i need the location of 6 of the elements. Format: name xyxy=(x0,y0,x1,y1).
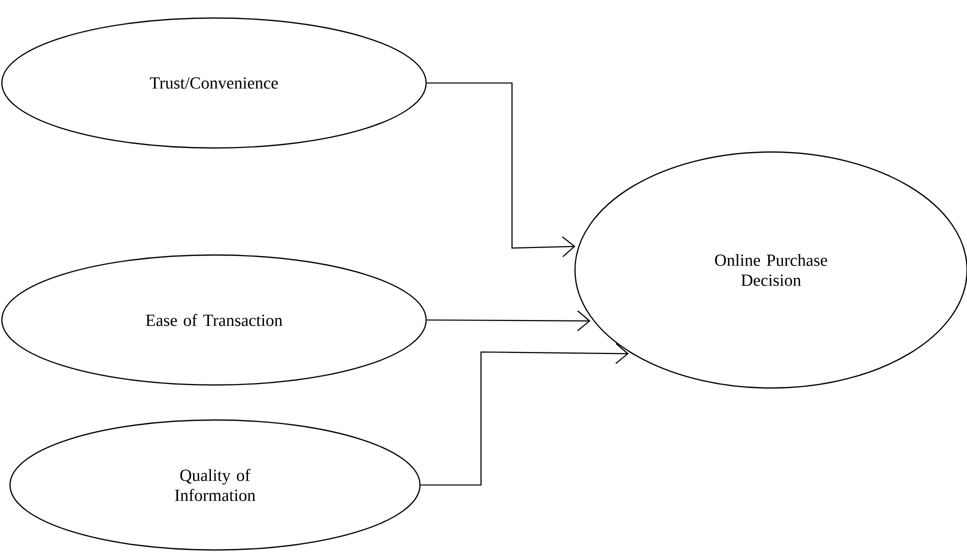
arrow xyxy=(426,82,576,258)
ellipse-node: Ease of Transaction xyxy=(1,254,427,386)
arrow xyxy=(420,343,629,486)
ellipse-node: Trust/Convenience xyxy=(1,17,427,149)
ellipse-node: Quality of Information xyxy=(9,419,421,551)
arrow xyxy=(426,310,590,332)
